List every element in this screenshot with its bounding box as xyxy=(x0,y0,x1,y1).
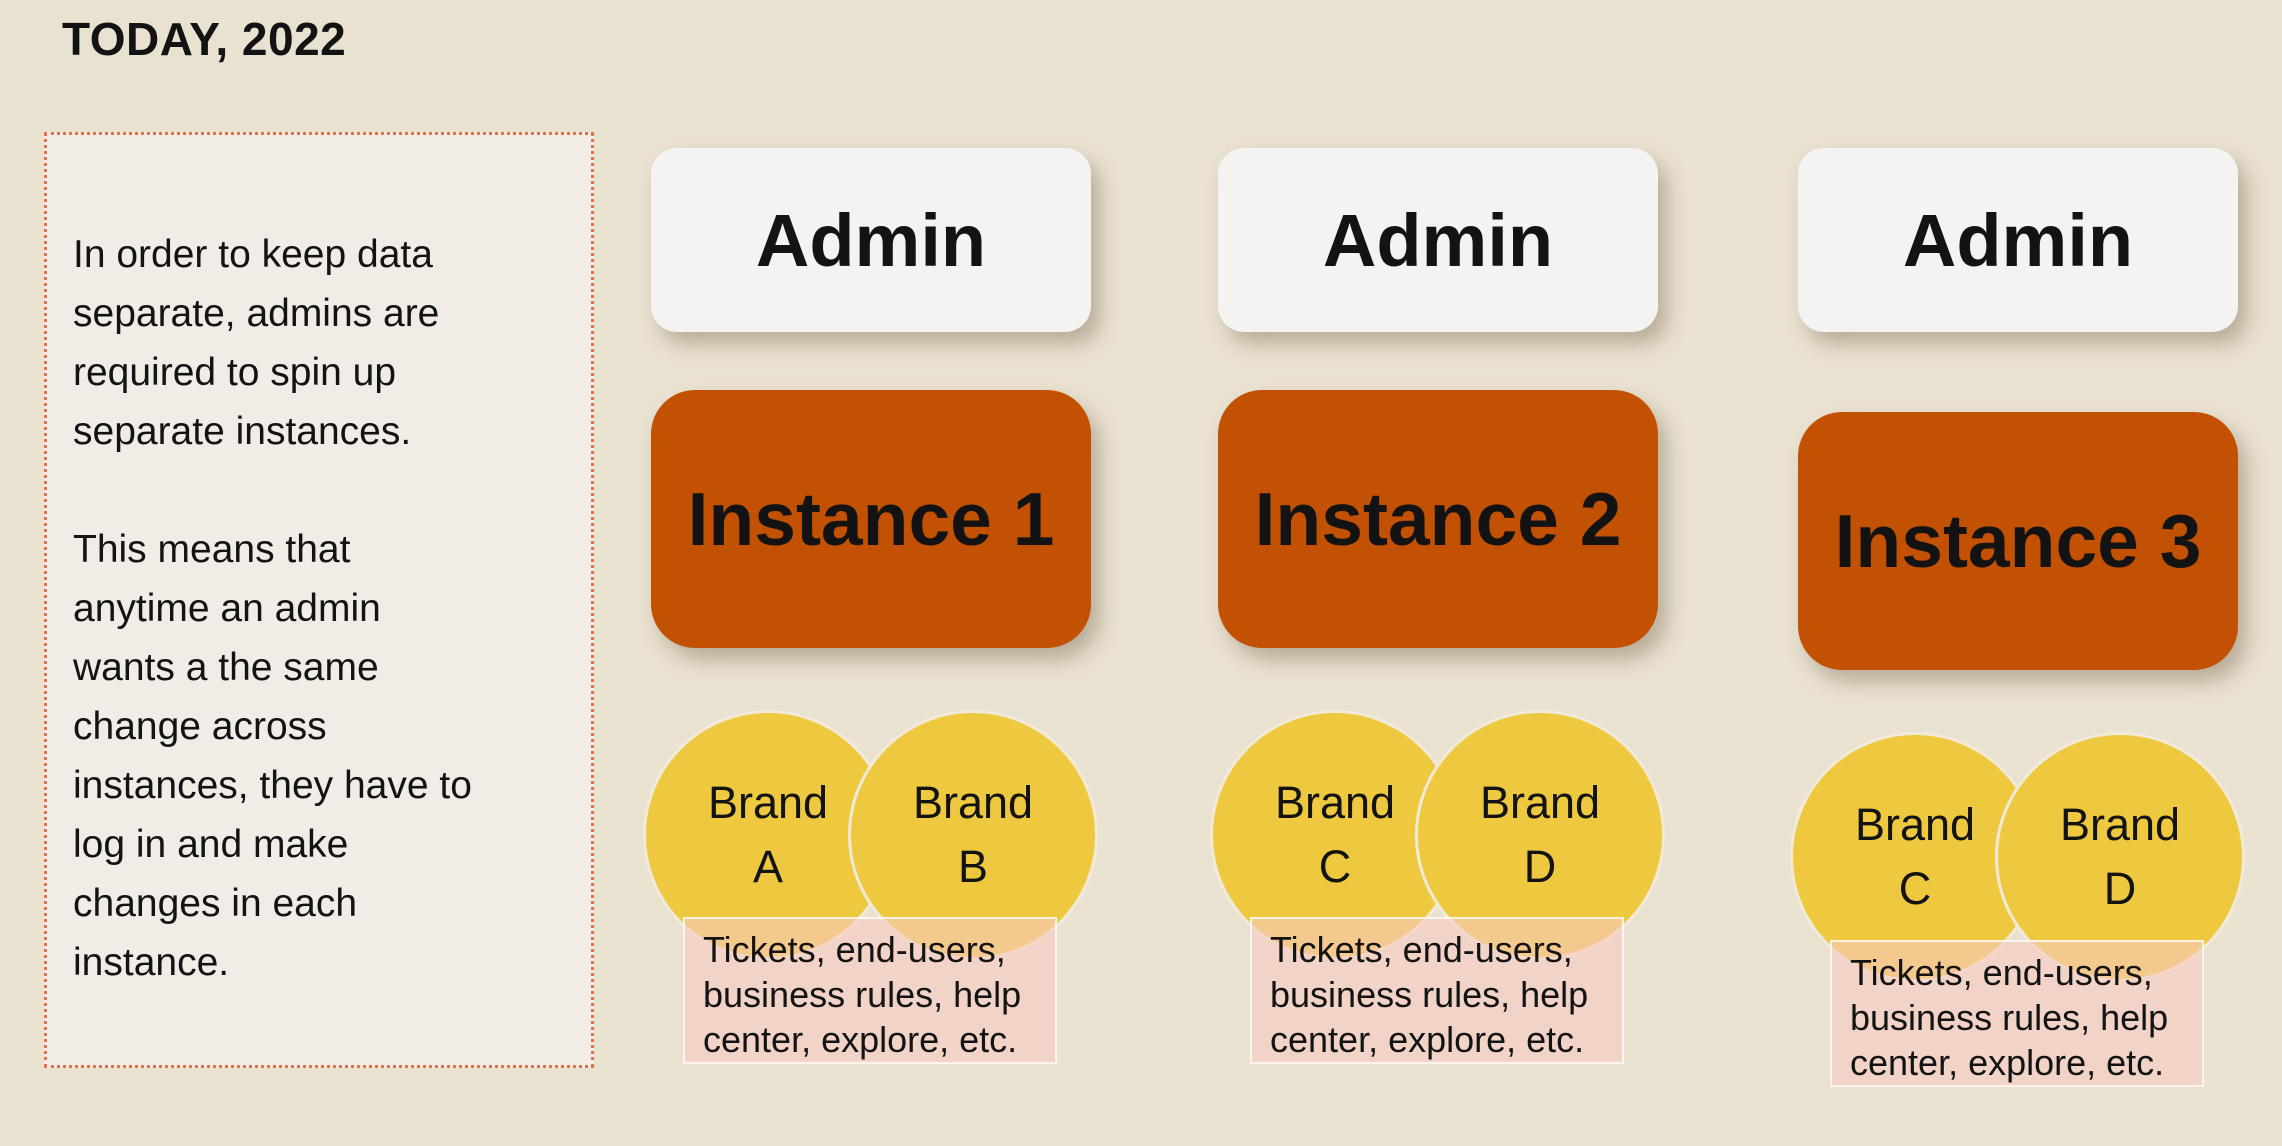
brand-label: Brand C xyxy=(1274,777,1396,892)
shared-items-label: Tickets, end-users, business rules, help… xyxy=(1850,952,2169,1083)
admin-label: Admin xyxy=(1902,198,2134,282)
brand-label: Brand D xyxy=(1479,777,1601,892)
shared-items-label: Tickets, end-users, business rules, help… xyxy=(1270,929,1589,1060)
instance-column-3: Admin Instance 3 Brand C Brand D Tickets… xyxy=(1790,0,2245,1146)
brand-label: Brand C xyxy=(1854,799,1976,914)
shared-items-box: Tickets, end-users, business rules, help… xyxy=(683,917,1057,1064)
admin-box: Admin xyxy=(1798,148,2238,332)
brand-label: Brand A xyxy=(707,777,829,892)
note-paragraph-2: This means that anytime an admin wants a… xyxy=(73,528,472,984)
instance-column-2: Admin Instance 2 Brand C Brand D Tickets… xyxy=(1210,0,1665,1146)
shared-items-label: Tickets, end-users, business rules, help… xyxy=(703,929,1022,1060)
instance-box: Instance 1 xyxy=(651,390,1091,648)
instance-label: Instance 1 xyxy=(687,477,1055,561)
brand-label: Brand B xyxy=(912,777,1034,892)
admin-label: Admin xyxy=(1322,198,1554,282)
page-title: TODAY, 2022 xyxy=(62,13,347,65)
admin-box: Admin xyxy=(651,148,1091,332)
instance-box: Instance 3 xyxy=(1798,412,2238,670)
admin-label: Admin xyxy=(755,198,987,282)
instance-label: Instance 2 xyxy=(1254,477,1622,561)
note-box: In order to keep data separate, admins a… xyxy=(44,132,594,1068)
shared-items-box: Tickets, end-users, business rules, help… xyxy=(1830,940,2204,1087)
brand-label: Brand D xyxy=(2059,799,2181,914)
note-paragraph-1: In order to keep data separate, admins a… xyxy=(73,233,440,453)
admin-box: Admin xyxy=(1218,148,1658,332)
instance-column-1: Admin Instance 1 Brand A Brand B Tickets… xyxy=(643,0,1098,1146)
shared-items-box: Tickets, end-users, business rules, help… xyxy=(1250,917,1624,1064)
instance-box: Instance 2 xyxy=(1218,390,1658,648)
instance-label: Instance 3 xyxy=(1834,499,2202,583)
